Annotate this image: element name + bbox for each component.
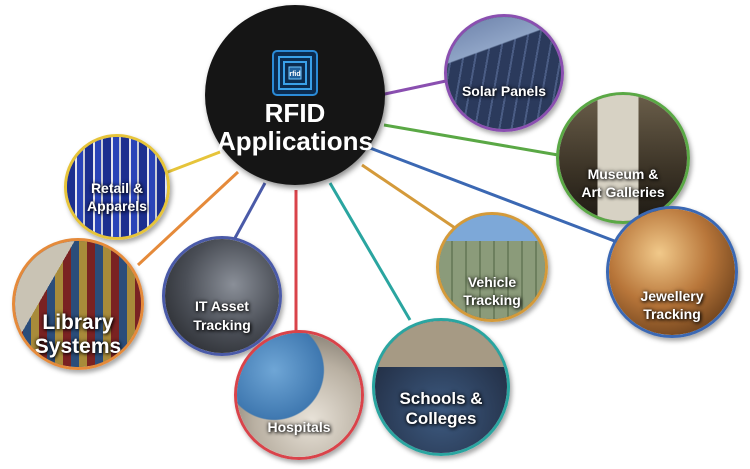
node-retail-label: Retail & Apparels [87, 180, 147, 214]
jewellery-image [609, 209, 735, 335]
connector-itasset [233, 182, 267, 239]
node-vehicle-label: Vehicle Tracking [463, 274, 521, 308]
node-hospitals-label: Hospitals [267, 419, 331, 435]
library-image [15, 241, 141, 367]
rfid-chip-icon: rfid [272, 50, 318, 96]
node-itasset-label: IT Asset Tracking [193, 298, 251, 333]
vehicle-image [439, 215, 545, 319]
retail-image [67, 137, 167, 237]
hub-title: RFID Applications [216, 98, 373, 156]
node-vehicle-tracking: Vehicle Tracking [436, 212, 548, 322]
connector-library [136, 170, 240, 267]
connector-museum [383, 123, 559, 157]
node-library-systems: Library Systems [12, 238, 144, 370]
node-museum-label: Museum & Art Galleries [581, 166, 665, 200]
node-museum-art-galleries: Museum & Art Galleries [556, 92, 690, 224]
node-schools-label: Schools & Colleges [399, 389, 483, 428]
node-retail-apparels: Retail & Apparels [64, 134, 170, 240]
hospitals-image [237, 333, 361, 457]
node-hospitals: Hospitals [234, 330, 364, 460]
node-solar-panels-label: Solar Panels [461, 83, 547, 99]
connector-schools [328, 182, 412, 321]
solar-panels-image [447, 17, 561, 129]
connector-jewellery [369, 146, 626, 247]
museum-image [559, 95, 687, 221]
node-jewellery-label: Jewellery Tracking [640, 288, 704, 322]
node-schools-colleges: Schools & Colleges [372, 318, 510, 456]
node-solar-panels: Solar Panels [444, 14, 564, 132]
node-jewellery-tracking: Jewellery Tracking [606, 206, 738, 338]
rfid-hub: rfid RFID Applications [205, 5, 385, 185]
connector-retail [159, 150, 221, 177]
node-library-label: Library Systems [34, 311, 122, 358]
schools-image [375, 321, 507, 453]
rfid-logo-text: rfid [289, 71, 300, 78]
